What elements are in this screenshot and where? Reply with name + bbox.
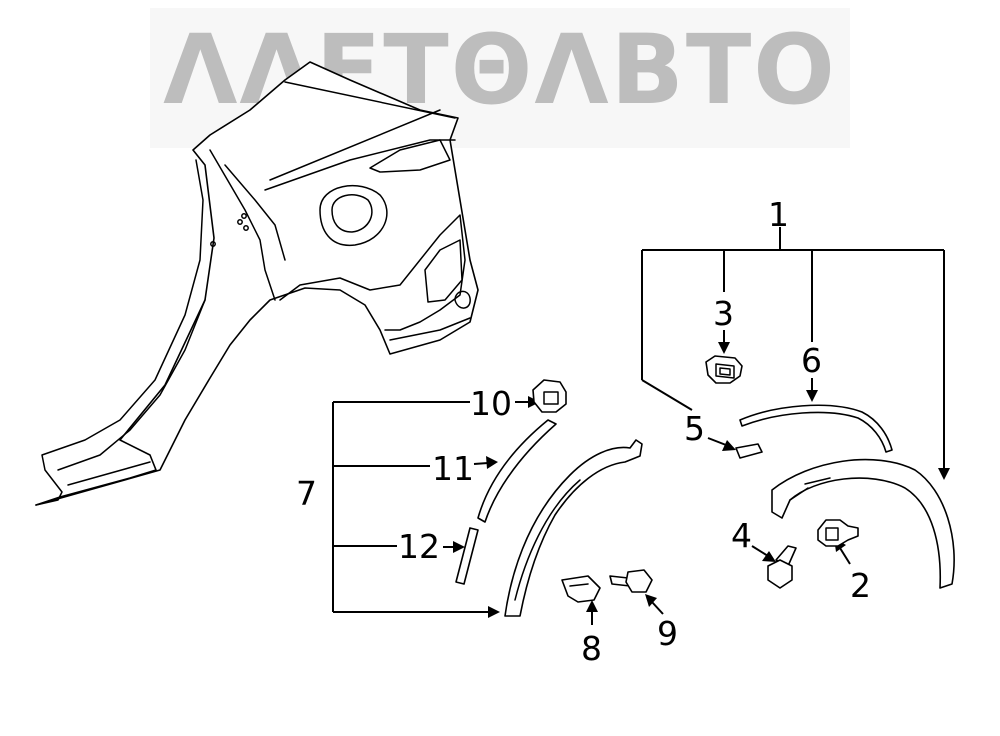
part-8-clip bbox=[561, 575, 601, 603]
quarter-panel bbox=[35, 61, 479, 506]
callout-4: 4 bbox=[731, 516, 752, 555]
callout-8: 8 bbox=[581, 629, 602, 668]
callout-7: 7 bbox=[296, 474, 317, 513]
callout-12: 12 bbox=[398, 527, 440, 566]
callout-labels: 1 3 6 5 4 2 10 11 7 12 8 9 bbox=[296, 195, 871, 668]
part-10-clip bbox=[532, 379, 567, 413]
part-5-pad bbox=[735, 443, 763, 459]
callout-5: 5 bbox=[684, 409, 705, 448]
part-1-wheel-arch-molding bbox=[771, 458, 955, 589]
callout-1: 1 bbox=[768, 195, 789, 234]
callout-10: 10 bbox=[470, 384, 512, 423]
part-7-liner bbox=[504, 439, 643, 617]
part-4-screw bbox=[767, 545, 797, 589]
leader-bracket-1 bbox=[641, 227, 950, 480]
callout-9: 9 bbox=[657, 614, 678, 653]
leader-bracket-7 bbox=[332, 396, 540, 618]
callout-3: 3 bbox=[713, 294, 734, 333]
part-6-molding bbox=[739, 404, 893, 453]
callout-11: 11 bbox=[432, 449, 474, 488]
part-3-clip bbox=[705, 355, 743, 384]
callout-2: 2 bbox=[850, 566, 871, 605]
callout-6: 6 bbox=[801, 341, 822, 380]
part-11-strip bbox=[477, 419, 557, 523]
part-12-strip bbox=[455, 527, 479, 585]
part-2-clip bbox=[817, 519, 859, 547]
part-9-bolt bbox=[609, 569, 653, 593]
